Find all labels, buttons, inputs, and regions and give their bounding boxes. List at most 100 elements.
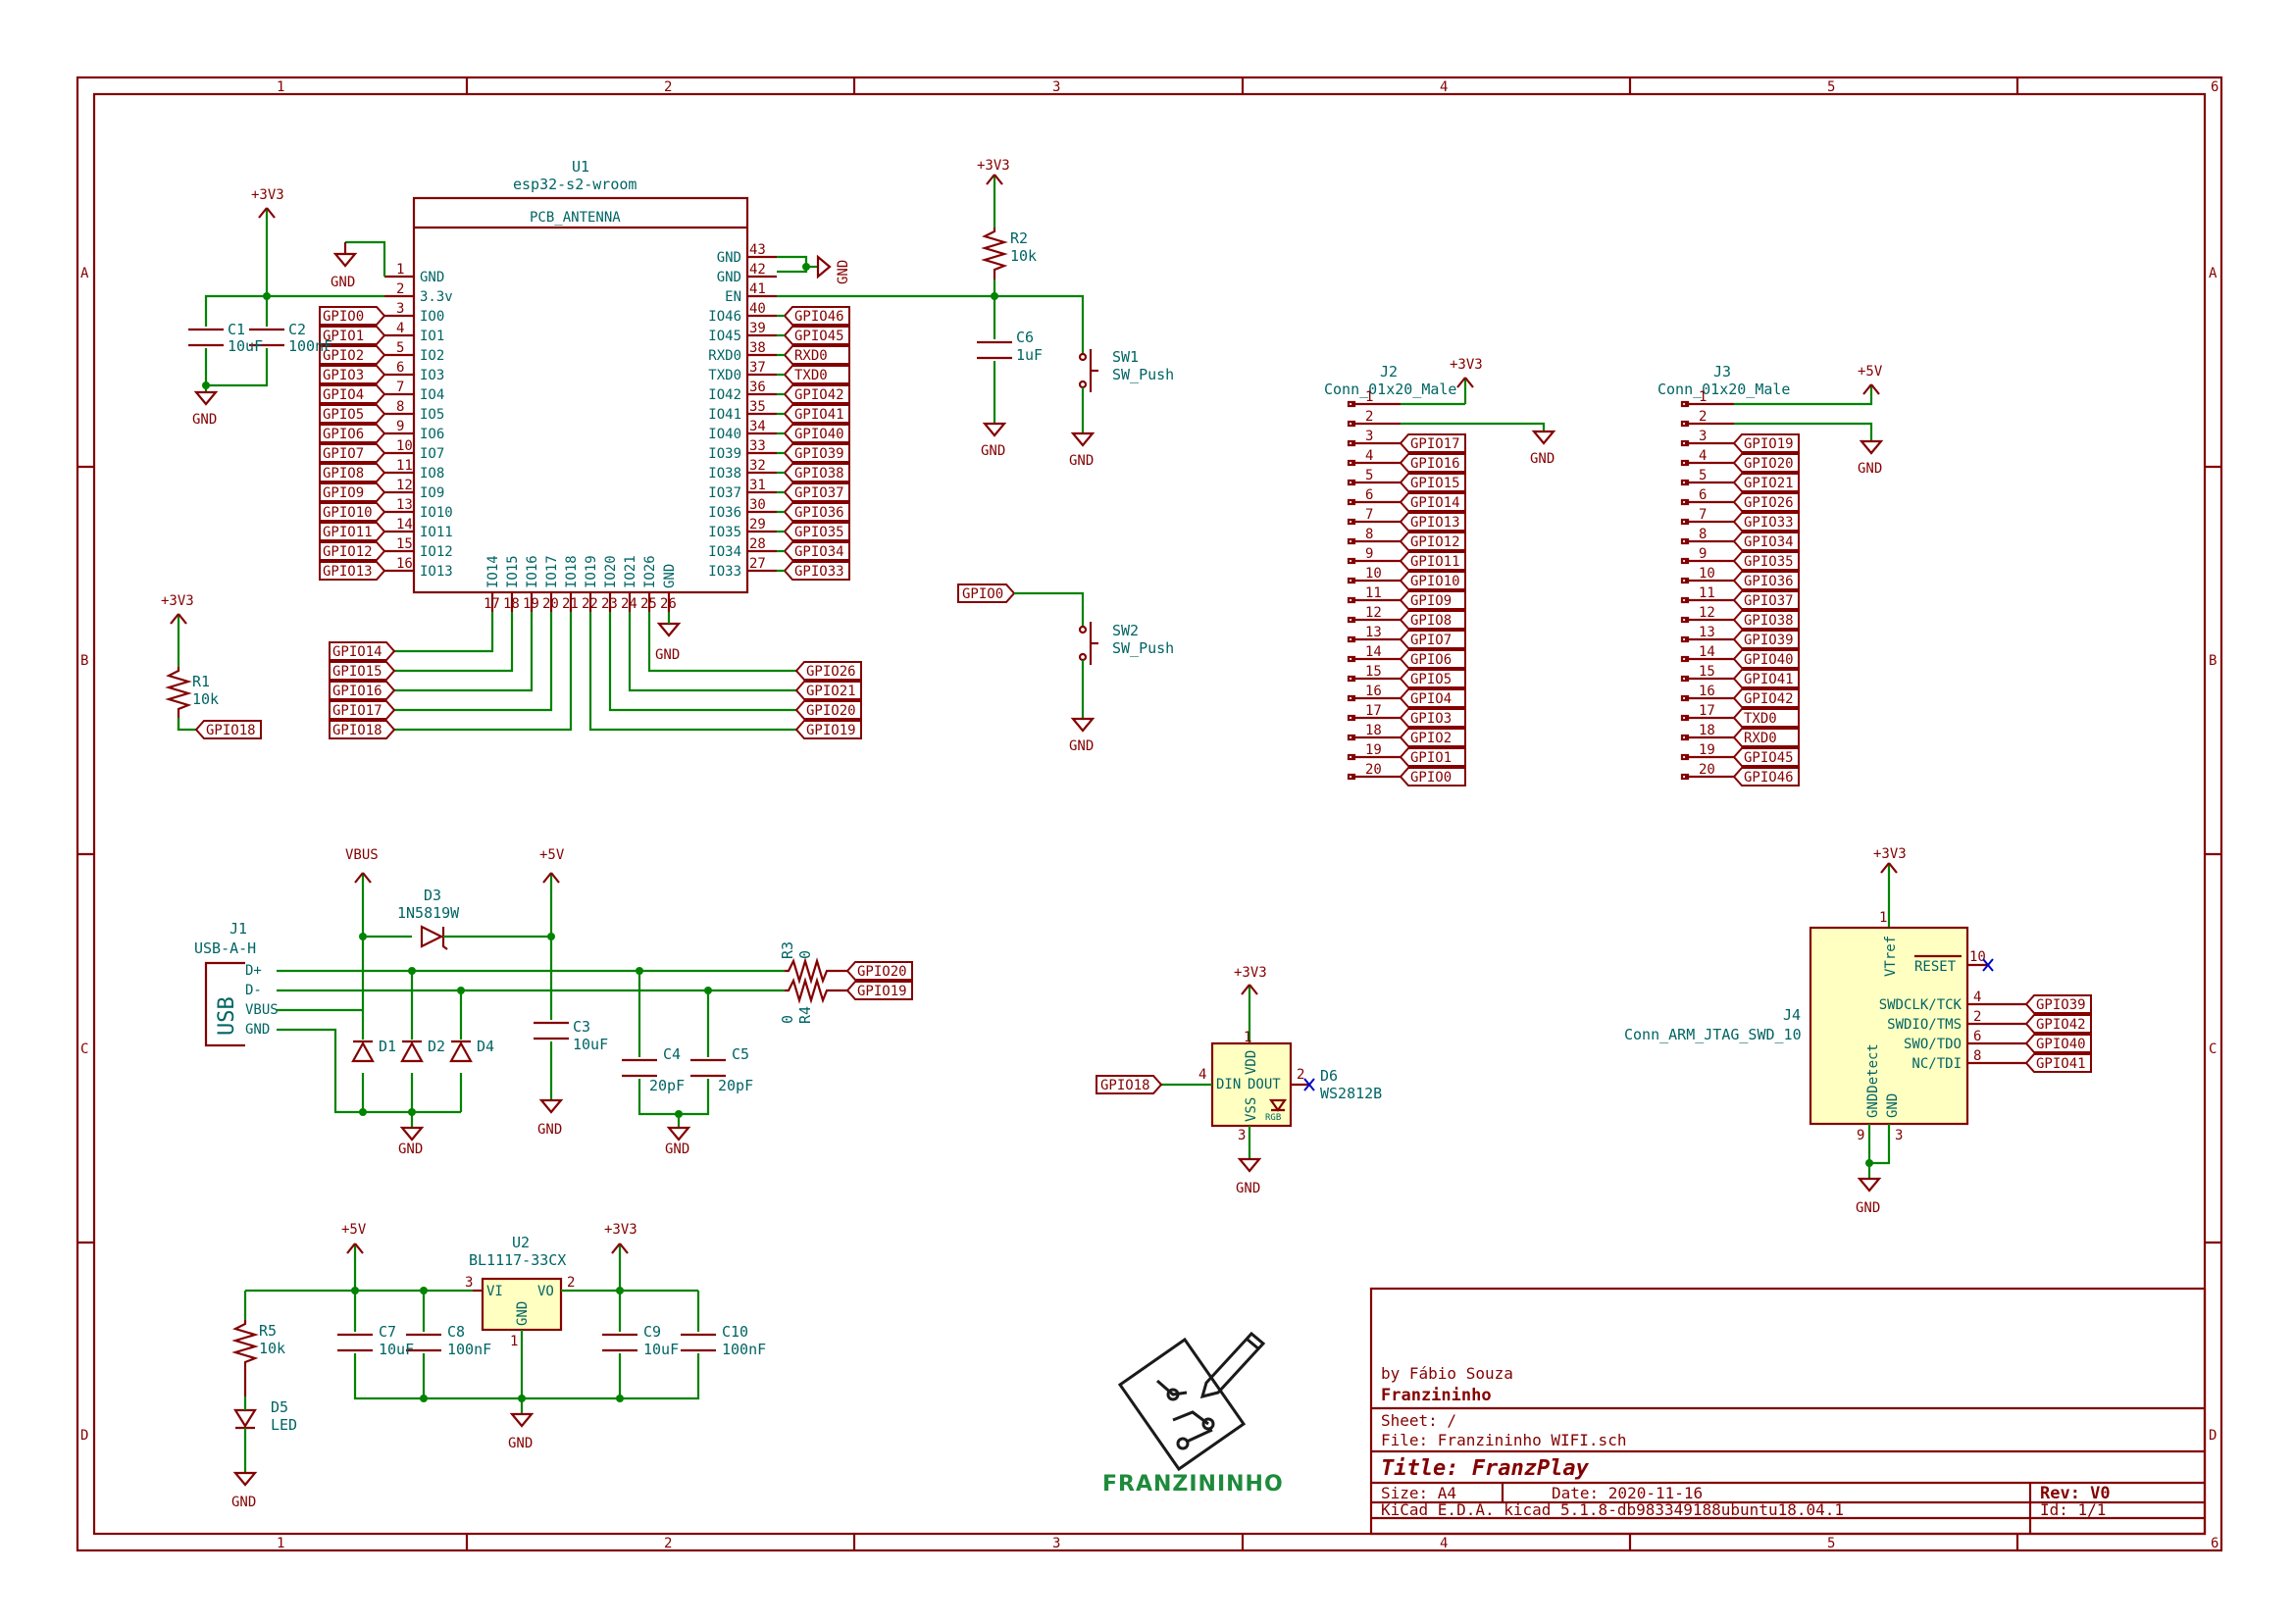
j2-net-label: GPIO15 <box>1410 476 1460 491</box>
r4-net-label: GPIO19 <box>857 984 907 999</box>
r2-resistor <box>981 228 1008 279</box>
u1-pin-name: GND <box>420 270 444 285</box>
j2-pins: 1234567891011121314151617181920GPIO17GPI… <box>1347 389 1466 787</box>
j1-pin-vbus: VBUS <box>245 1002 279 1018</box>
gnd-text-u2: GND <box>508 1436 533 1451</box>
tb-sheet: Sheet: / <box>1381 1411 1456 1430</box>
sw1-ref: SW1 <box>1112 348 1139 366</box>
d1-ref: D1 <box>379 1038 396 1055</box>
u1-net-label-left: GPIO11 <box>323 525 373 540</box>
j2-header[interactable]: J2 Conn_01x20_Male 123456789101112131415… <box>1324 357 1556 787</box>
u1-bottom-pins: 17IO1418IO1519IO1620IO1721IO1822IO1923IO… <box>484 555 678 612</box>
j4-body <box>1809 926 1969 1126</box>
d6-din: DIN <box>1216 1077 1241 1092</box>
gnd-symbol-u1-bottom <box>656 622 682 637</box>
u1-pin-num: 39 <box>749 321 766 336</box>
c3-value: 10uF <box>573 1036 608 1053</box>
u1-pin-name: IO39 <box>708 446 741 462</box>
j3-net-label: GPIO34 <box>1744 534 1794 550</box>
u1-pin-num: 1 <box>396 262 404 278</box>
u1-net-label-left: GPIO9 <box>323 485 364 501</box>
u1-net-label-right: GPIO33 <box>794 564 844 580</box>
j2-pin-num: 18 <box>1365 723 1382 738</box>
u1-net-label-right: GPIO38 <box>794 466 844 482</box>
j2-pin-num: 9 <box>1365 546 1373 562</box>
d6-pin-vss: 3 <box>1238 1128 1246 1143</box>
j4-pin-gnd: 3 <box>1895 1128 1903 1143</box>
pwr-text-5v-usb: +5V <box>539 847 565 863</box>
u1-pin-name: IO46 <box>708 309 741 325</box>
tb-rev: Rev: V0 <box>2040 1484 2111 1503</box>
u1-pin-num: 35 <box>749 399 766 415</box>
u1-pin-num: 4 <box>396 321 404 336</box>
c8-ref: C8 <box>447 1323 465 1341</box>
grid-col-6-top: 6 <box>2211 79 2218 95</box>
j3-net-label: GPIO41 <box>1744 672 1794 687</box>
c10-ref: C10 <box>722 1323 748 1341</box>
u1-net-label-left: GPIO0 <box>323 309 364 325</box>
u1-pin-name: GND <box>662 564 678 588</box>
u1-pin-num: 23 <box>601 596 618 612</box>
j2-pin-num: 16 <box>1365 684 1382 699</box>
j2-pin-num: 2 <box>1365 409 1373 425</box>
c6-value: 1uF <box>1016 346 1043 364</box>
sw2-ref: SW2 <box>1112 622 1139 639</box>
u1-pin-name: IO38 <box>708 466 741 482</box>
gnd-symbol-j2 <box>1531 430 1556 445</box>
j2-pin-num: 1 <box>1365 389 1373 405</box>
u1-net-label-bottom: GPIO15 <box>332 664 382 680</box>
grid-col-1-top: 1 <box>277 79 284 95</box>
u1-pin-num: 43 <box>749 242 766 258</box>
u1-net-label-right: GPIO42 <box>794 387 844 403</box>
j2-net-label: GPIO3 <box>1410 711 1452 727</box>
u1-pin-num: 36 <box>749 380 766 395</box>
j1-pin-gnd: GND <box>245 1022 270 1038</box>
u1-net-label-right: GPIO34 <box>794 544 844 560</box>
d6-pin-vdd: 1 <box>1244 1030 1251 1045</box>
j3-net-label: GPIO38 <box>1744 613 1794 629</box>
sw1-value: SW_Push <box>1112 366 1174 383</box>
gnd-text-sw1: GND <box>1069 453 1094 469</box>
r2-value: 10k <box>1010 247 1037 265</box>
u1-pin-num: 3 <box>396 301 404 317</box>
u1-pin-num: 21 <box>562 596 579 612</box>
u1-pin-name: IO18 <box>564 555 580 588</box>
u1-net-label-left: GPIO10 <box>323 505 373 521</box>
j3-net-label: GPIO21 <box>1744 476 1794 491</box>
j3-pin-num: 15 <box>1699 664 1715 680</box>
j3-pin-num: 16 <box>1699 684 1715 699</box>
d6-ws2812b[interactable]: +3V3 DIN DOUT VDD VSS RGB 1 4 2 3 GND GP… <box>1096 965 1382 1196</box>
u2-vo: VO <box>537 1284 554 1299</box>
gnd-symbol-c6 <box>982 422 1007 437</box>
gnd-symbol-sw2 <box>1070 717 1096 733</box>
pwr-arrow-j2 <box>1456 377 1474 388</box>
c4-ref: C4 <box>663 1045 681 1063</box>
j4-pin-num: 6 <box>1973 1029 1981 1044</box>
d6-value: WS2812B <box>1320 1085 1382 1102</box>
tb-company: Franzininho <box>1381 1386 1492 1405</box>
pwr-arrow-vbus <box>354 872 372 884</box>
j4-pin-name: SWO/TDO <box>1904 1037 1962 1052</box>
u1-pin-num: 15 <box>396 536 413 552</box>
j4-jtag-connector[interactable]: +3V3 J4 Conn_ARM_JTAG_SWD_10 VTref 1 RES… <box>1624 846 2092 1216</box>
grid-col-5-top: 5 <box>1827 79 1835 95</box>
gnd-symbol-j3 <box>1859 439 1884 455</box>
j2-net-label: GPIO5 <box>1410 672 1452 687</box>
u2-gnd: GND <box>515 1301 531 1326</box>
u1-pin-num: 25 <box>640 596 657 612</box>
u1-pin-num: 28 <box>749 536 766 552</box>
u2-regulator-circuit: +5V VI VO GND 3 2 1 U2 BL1117-33CX +3V3 … <box>231 1222 766 1510</box>
u1-pin-num: 24 <box>621 596 637 612</box>
c2-value: 100nF <box>288 337 332 355</box>
j3-header[interactable]: J3 Conn_01x20_Male 123456789101112131415… <box>1657 363 1884 787</box>
sw2-net-label: GPIO0 <box>962 586 1003 602</box>
tb-id: Id: 1/1 <box>2040 1500 2106 1519</box>
d6-vdd: VDD <box>1244 1050 1259 1075</box>
u2-body[interactable] <box>481 1277 563 1332</box>
j2-net-label: GPIO1 <box>1410 750 1452 766</box>
r1-value: 10k <box>192 690 219 708</box>
u1-pin-name: 3.3v <box>420 289 453 305</box>
tb-size: Size: A4 <box>1381 1484 1456 1502</box>
gnd-text-j3: GND <box>1858 461 1882 477</box>
